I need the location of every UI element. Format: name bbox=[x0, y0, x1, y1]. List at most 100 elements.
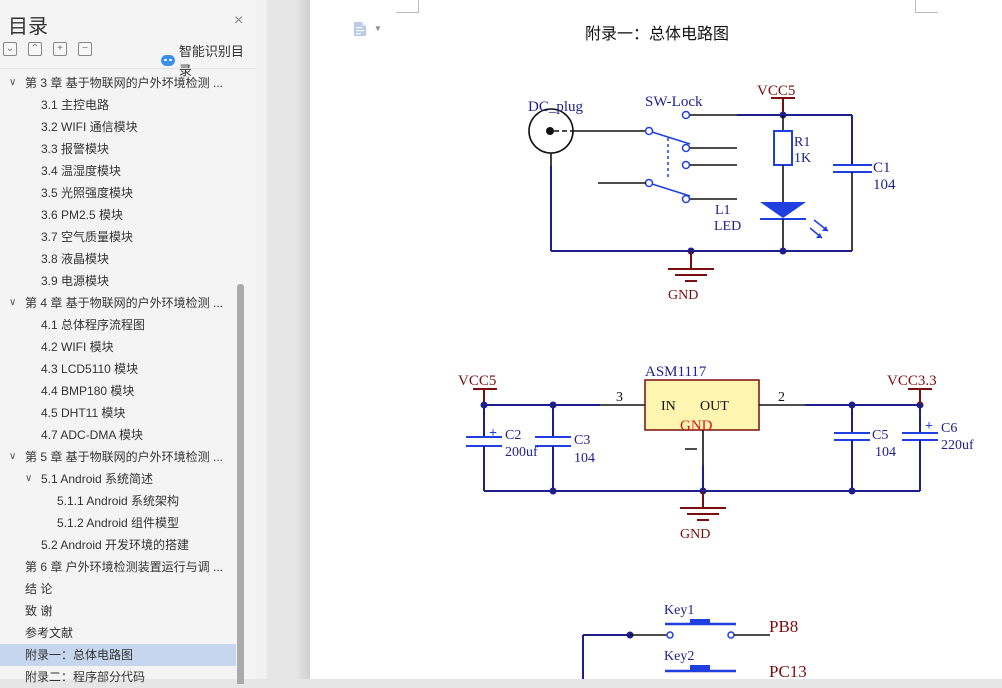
vcc5-label: VCC5 bbox=[757, 83, 795, 99]
led-symbol bbox=[760, 202, 806, 218]
toc-item-label: 3.9 电源模块 bbox=[41, 274, 110, 288]
toc-item-label: 3.5 光照强度模块 bbox=[41, 186, 134, 200]
c3-value: 104 bbox=[574, 451, 595, 466]
toc-item[interactable]: ∨ 第 4 章 基于物联网的户外环境检测 ... bbox=[0, 292, 240, 314]
toc-item-label: 第 3 章 基于物联网的户外坏境检测 ... bbox=[25, 76, 224, 90]
toc-item[interactable]: 第 6 章 户外环境检测装置运行与调 ... bbox=[0, 556, 240, 578]
add-level-button[interactable]: + bbox=[53, 42, 67, 56]
key1-label: Key1 bbox=[664, 603, 694, 618]
c2-label: C2 bbox=[505, 428, 521, 443]
toc-item-label: 第 4 章 基于物联网的户外环境检测 ... bbox=[25, 296, 224, 310]
toc-panel: ∨ 第 3 章 基于物联网的户外坏境检测 ... 3.1 主控电路 3.2 WIFI … bbox=[0, 68, 256, 684]
c6-plus: + bbox=[925, 419, 933, 434]
gnd-label: GND bbox=[668, 288, 698, 303]
smart-toc-label: 智能识别目录 bbox=[178, 44, 244, 78]
toc-item-label: 5.1.2 Android 组件模型 bbox=[57, 516, 180, 530]
toc-item[interactable]: 4.3 LCD5110 模块 bbox=[0, 358, 240, 380]
regulator-label: ASM1117 bbox=[645, 364, 707, 380]
close-icon[interactable]: × bbox=[234, 12, 244, 29]
toc-item-label: 5.1 Android 系统简述 bbox=[41, 472, 154, 486]
toc-item-label: 3.4 温湿度模块 bbox=[41, 164, 122, 178]
chevron-down-icon[interactable]: ▼ bbox=[374, 24, 382, 33]
toc-item[interactable]: 5.1.2 Android 组件模型 bbox=[0, 512, 240, 534]
collapse-all-button[interactable]: ⌃ bbox=[28, 42, 42, 56]
r1-label: R1 bbox=[794, 135, 810, 150]
regulator-circuit: VCC5 3 + C2 200uf C3 104 ASM1117 IN OUT … bbox=[458, 364, 974, 542]
toc-item-label: 4.4 BMP180 模块 bbox=[41, 384, 135, 398]
toc-item[interactable]: ∨ 5.1 Android 系统简述 bbox=[0, 468, 240, 490]
pb8-label: PB8 bbox=[769, 617, 798, 636]
toc-item[interactable]: 3.8 液晶模块 bbox=[0, 248, 240, 270]
power-switch-circuit: DC_plug SW-Lock VCC5 R1 bbox=[528, 83, 896, 303]
c5-value: 104 bbox=[875, 445, 896, 460]
toc-item-label: 参考文献 bbox=[25, 626, 74, 640]
toc-item-label: 4.5 DHT11 模块 bbox=[41, 406, 126, 420]
page-heading: 附录一：总体电路图 bbox=[585, 24, 730, 43]
toc-item-label: 第 5 章 基于物联网的户外环境检测 ... bbox=[25, 450, 224, 464]
key2-label: Key2 bbox=[664, 649, 694, 664]
c2-value: 200uf bbox=[505, 445, 538, 460]
toc-item-label: 致 谢 bbox=[25, 604, 53, 618]
toc-item[interactable]: 致 谢 bbox=[0, 600, 240, 622]
toc-item[interactable]: 4.4 BMP180 模块 bbox=[0, 380, 240, 402]
chevron-down-icon[interactable]: ∨ bbox=[9, 77, 17, 88]
panel-divider[interactable] bbox=[256, 0, 310, 679]
toc-item-label: 3.6 PM2.5 模块 bbox=[41, 208, 124, 222]
scrollbar-thumb[interactable] bbox=[237, 284, 244, 684]
toc-item[interactable]: 3.6 PM2.5 模块 bbox=[0, 204, 240, 226]
chevron-down-icon[interactable]: ∨ bbox=[9, 297, 17, 308]
toc-item-label: 3.2 WIFI 通信模块 bbox=[41, 120, 138, 134]
toc-item[interactable]: 3.9 电源模块 bbox=[0, 270, 240, 292]
chevron-down-icon[interactable]: ∨ bbox=[25, 473, 33, 484]
sidebar-title: 目录 bbox=[8, 16, 48, 38]
toc-item[interactable]: 5.1.1 Android 系统架构 bbox=[0, 490, 240, 512]
toc-item-label: 4.7 ADC-DMA 模块 bbox=[41, 428, 144, 442]
document-icon[interactable] bbox=[354, 22, 366, 36]
r1-value: 1K bbox=[794, 151, 811, 166]
toc-item[interactable]: 3.4 温湿度模块 bbox=[0, 160, 240, 182]
document-page bbox=[310, 0, 1002, 679]
toc-item-label: 结 论 bbox=[25, 582, 53, 596]
page-corner-mark-left bbox=[396, 0, 419, 13]
smart-toc-button[interactable]: 智能识别目录 bbox=[161, 41, 256, 79]
toc-item[interactable]: 3.7 空气质量模块 bbox=[0, 226, 240, 248]
toc-item[interactable]: 附录一：总体电路图 bbox=[0, 644, 240, 666]
toc-item-label: 4.3 LCD5110 模块 bbox=[41, 362, 139, 376]
gnd2-label: GND bbox=[680, 527, 710, 542]
remove-level-button[interactable]: − bbox=[78, 42, 92, 56]
toc-item-label: 3.7 空气质量模块 bbox=[41, 230, 134, 244]
expand-all-button[interactable]: ⌄ bbox=[3, 42, 17, 56]
toc-item[interactable]: 结 论 bbox=[0, 578, 240, 600]
c5-label: C5 bbox=[872, 428, 888, 443]
page-corner-mark-right bbox=[915, 0, 938, 13]
toc-item[interactable]: 5.2 Android 开发环境的搭建 bbox=[0, 534, 240, 556]
key-circuit: Key1 PB8 Key2 PC13 bbox=[582, 603, 807, 679]
c1-label: C1 bbox=[873, 160, 891, 176]
pc13-label: PC13 bbox=[769, 662, 807, 679]
pin-in-label: IN bbox=[661, 399, 676, 414]
toc-item[interactable]: 4.7 ADC-DMA 模块 bbox=[0, 424, 240, 446]
toc-toolbar: ⌄ ⌃ + − bbox=[3, 42, 92, 58]
toc-item[interactable]: 4.1 总体程序流程图 bbox=[0, 314, 240, 336]
toc-item-label: 4.1 总体程序流程图 bbox=[41, 318, 146, 332]
c6-value: 220uf bbox=[941, 438, 974, 453]
toc-item[interactable]: 3.2 WIFI 通信模块 bbox=[0, 116, 240, 138]
chevron-down-icon[interactable]: ∨ bbox=[9, 451, 17, 462]
toc-item-label: 3.3 报警模块 bbox=[41, 142, 110, 156]
smart-recognize-icon bbox=[161, 54, 175, 66]
toc-item-label: 3.8 液晶模块 bbox=[41, 252, 110, 266]
toc-item[interactable]: 3.3 报警模块 bbox=[0, 138, 240, 160]
toc-item[interactable]: 参考文献 bbox=[0, 622, 240, 644]
resistor-r1 bbox=[773, 130, 793, 166]
pin-out-label: OUT bbox=[700, 399, 729, 414]
toc-item[interactable]: 4.2 WIFI 模块 bbox=[0, 336, 240, 358]
toc-item[interactable]: 3.5 光照强度模块 bbox=[0, 182, 240, 204]
toc-item-label: 5.1.1 Android 系统架构 bbox=[57, 494, 180, 508]
toc-item[interactable]: ∨ 第 3 章 基于物联网的户外坏境检测 ... bbox=[0, 72, 240, 94]
toc-item-label: 4.2 WIFI 模块 bbox=[41, 340, 114, 354]
toc-item[interactable]: ∨ 第 5 章 基于物联网的户外环境检测 ... bbox=[0, 446, 240, 468]
toc-item[interactable]: 4.5 DHT11 模块 bbox=[0, 402, 240, 424]
dc-plug-label: DC_plug bbox=[528, 99, 584, 115]
toc-item[interactable]: 3.1 主控电路 bbox=[0, 94, 240, 116]
